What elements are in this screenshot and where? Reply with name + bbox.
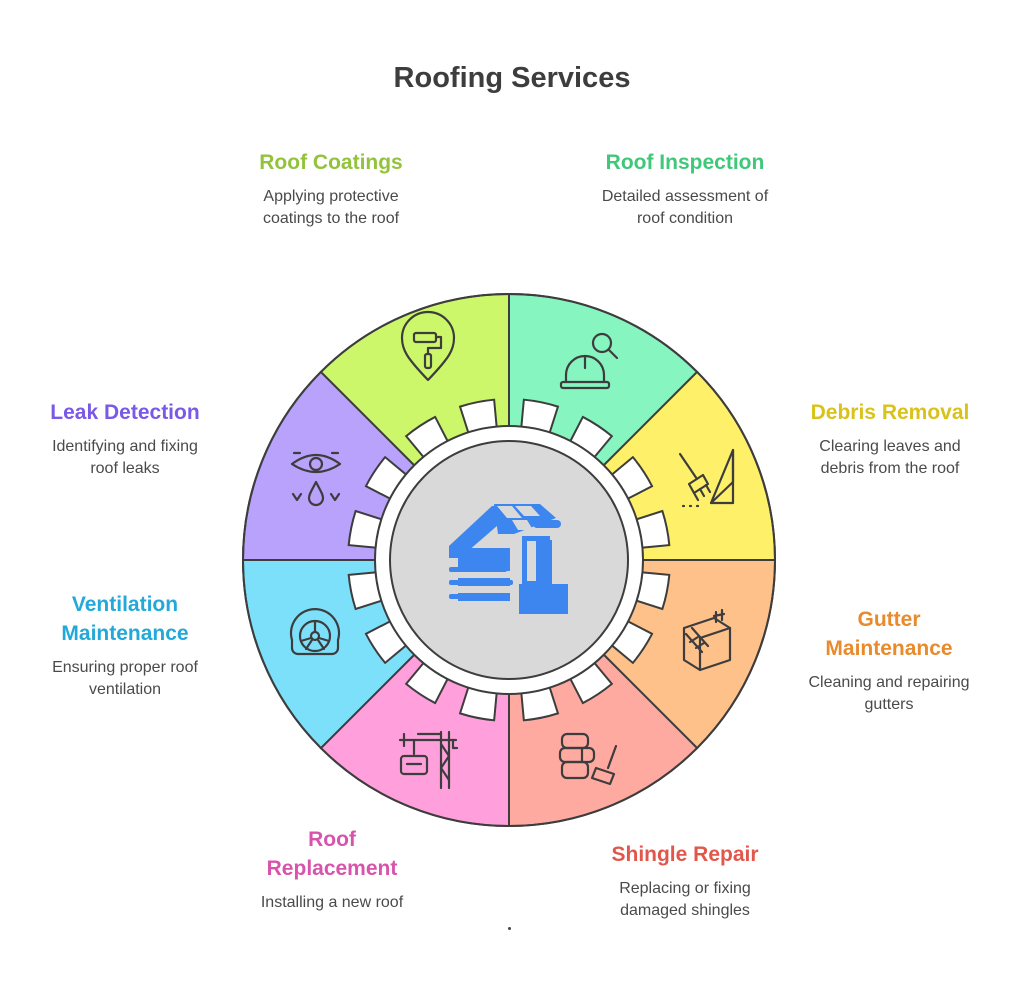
gutter-ladder-icon <box>682 608 732 672</box>
paint-roller-icon <box>400 310 456 382</box>
service-title: Shingle Repair <box>611 843 759 866</box>
service-title: Roof Inspection <box>605 151 765 174</box>
wheel-outline <box>242 293 776 827</box>
footer-dot <box>508 927 511 930</box>
service-title: Leak Detection <box>50 401 200 424</box>
service-title: Gutter Maintenance <box>825 608 953 660</box>
service-title: Roof Replacement <box>266 828 398 880</box>
service-description: Installing a new roof <box>260 894 404 911</box>
vent-fan-icon <box>289 608 341 656</box>
service-description: Identifying and fixing roof leaks <box>52 438 198 477</box>
service-description: Detailed assessment of roof condition <box>601 188 769 227</box>
service-title: Roof Coatings <box>259 151 403 174</box>
service-description: Clearing leaves and debris from the roof <box>819 438 961 477</box>
house-with-solar-panels-icon <box>449 504 568 614</box>
service-title: Ventilation Maintenance <box>61 593 189 645</box>
service-description: Applying protective coatings to the roof <box>262 188 400 227</box>
service-description: Replacing or fixing damaged shingles <box>619 880 751 919</box>
crane-icon <box>398 730 459 790</box>
leak-drop-icon <box>290 451 342 507</box>
rake-sweeping-icon <box>678 448 735 508</box>
service-title: Debris Removal <box>810 401 970 424</box>
service-description: Ensuring proper roof ventilation <box>52 659 198 698</box>
service-description: Cleaning and repairing gutters <box>808 674 970 713</box>
hardhat-magnifier-icon <box>559 332 619 390</box>
page-title: Roofing Services <box>393 62 631 94</box>
shingles-hammer-icon <box>558 732 618 786</box>
